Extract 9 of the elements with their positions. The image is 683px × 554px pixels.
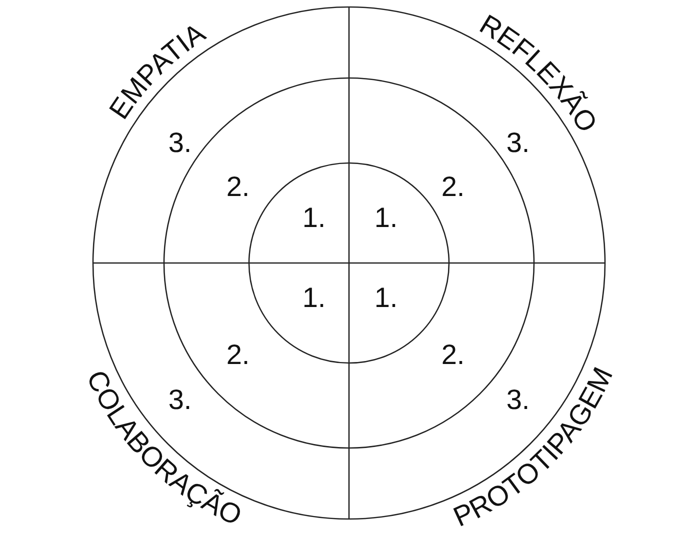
ring-number: 3.: [168, 128, 192, 158]
ring-number: 1.: [302, 283, 326, 313]
ring-number: 1.: [302, 203, 326, 233]
ring-number: 2.: [226, 172, 250, 202]
ring-number: 2.: [441, 340, 465, 370]
ring-number: 1.: [374, 283, 398, 313]
ring-number: 2.: [226, 340, 250, 370]
ring-number: 2.: [441, 172, 465, 202]
ring-number: 1.: [374, 203, 398, 233]
